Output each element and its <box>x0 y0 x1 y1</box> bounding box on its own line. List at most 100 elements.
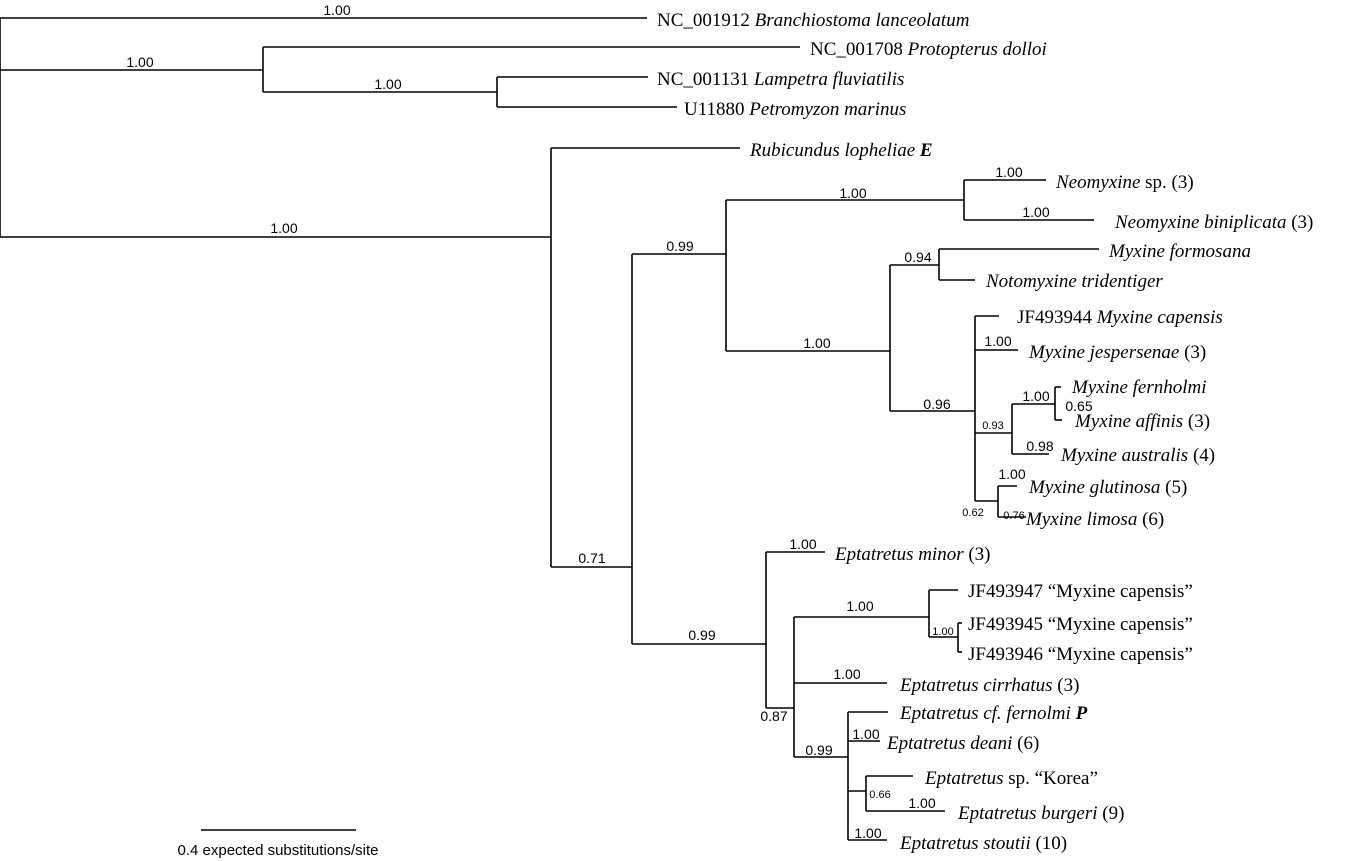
taxon-label-part: Myxine glutinosa <box>1028 477 1160 498</box>
taxon-label-ede: Eptatretus deani (6) <box>886 733 1039 754</box>
taxon-label-part: JF493947 “Myxine capensis” <box>968 581 1193 602</box>
taxon-label-esk: Eptatretus sp. “Korea” <box>924 768 1098 789</box>
taxon-label-nsp: Neomyxine sp. (3) <box>1055 172 1194 193</box>
tree-branches <box>0 17 1099 841</box>
taxon-label-part: NC_001708 <box>810 39 908 60</box>
taxon-label-part: (3) <box>1053 675 1080 696</box>
taxon-label-part: Neomyxine <box>1055 172 1140 193</box>
support-value: 1.00 <box>789 536 816 552</box>
scale-bar: 0.4 expected substitutions/site <box>178 829 379 859</box>
taxon-label-mli: Myxine limosa (6) <box>1025 509 1164 530</box>
support-value: 1.00 <box>833 666 860 682</box>
support-value: 1.00 <box>998 466 1025 482</box>
taxon-label-ebu: Eptatretus burgeri (9) <box>957 803 1124 824</box>
taxon-label-part: Branchiostoma lanceolatum <box>755 10 970 31</box>
support-value: 0.99 <box>805 742 832 758</box>
support-value: 0.71 <box>578 550 605 566</box>
taxon-label-part: (6) <box>1137 509 1164 530</box>
support-value: 0.65 <box>1065 398 1092 414</box>
taxon-label-rl: Rubicundus lopheliae E <box>749 140 933 161</box>
support-value: 1.00 <box>984 333 1011 349</box>
taxon-label-part: (9) <box>1098 803 1125 824</box>
support-value: 1.00 <box>932 626 953 638</box>
taxon-label-part: Myxine limosa <box>1025 509 1137 530</box>
taxon-label-mje: Myxine jespersenae (3) <box>1028 342 1206 363</box>
support-value: 0.62 <box>962 507 983 519</box>
support-value: 0.94 <box>904 249 931 265</box>
taxon-label-mca: JF493944 Myxine capensis <box>1017 307 1223 328</box>
taxon-label-part: (4) <box>1188 445 1215 466</box>
taxon-label-part: NC_001912 <box>657 10 755 31</box>
taxon-labels: NC_001912 Branchiostoma lanceolatumNC_00… <box>657 10 1313 854</box>
taxon-label-mau: Myxine australis (4) <box>1060 445 1215 466</box>
support-value: 1.00 <box>854 825 881 841</box>
taxon-label-est: Eptatretus stoutii (10) <box>899 833 1067 854</box>
taxon-label-part: Eptatretus deani <box>886 733 1012 754</box>
support-value: 1.00 <box>270 220 297 236</box>
taxon-label-part: NC_001131 <box>657 69 754 90</box>
taxon-label-part: E <box>919 140 933 161</box>
taxon-label-part: JF493945 “Myxine capensis” <box>968 614 1193 635</box>
taxon-label-part: Notomyxine tridentiger <box>985 271 1163 292</box>
taxon-label-emi: Eptatretus minor (3) <box>834 544 991 565</box>
taxon-label-mgl: Myxine glutinosa (5) <box>1028 477 1187 498</box>
taxon-label-nbi: Neomyxine biniplicata (3) <box>1114 212 1313 233</box>
taxon-label-ecf: Eptatretus cf. fernolmi P <box>899 703 1088 724</box>
support-value: 0.98 <box>1026 438 1053 454</box>
support-value: 0.87 <box>760 708 787 724</box>
taxon-label-part: Petromyzon marinus <box>748 99 906 120</box>
taxon-label-part: Lampetra fluviatilis <box>753 69 904 90</box>
support-value: 0.99 <box>666 238 693 254</box>
taxon-label-part: (3) <box>1183 411 1210 432</box>
support-value: 1.00 <box>995 164 1022 180</box>
taxon-label-part: (3) <box>964 544 991 565</box>
taxon-label-part: Neomyxine biniplicata <box>1114 212 1286 233</box>
taxon-label-part: (3) <box>1286 212 1313 233</box>
taxon-label-lf: NC_001131 Lampetra fluviatilis <box>657 69 904 90</box>
taxon-label-part: Rubicundus lopheliae <box>749 140 920 161</box>
taxon-label-bl: NC_001912 Branchiostoma lanceolatum <box>657 10 969 31</box>
taxon-label-part: sp. (3) <box>1140 172 1193 193</box>
support-value: 1.00 <box>126 54 153 70</box>
taxon-label-maf: Myxine affinis (3) <box>1074 411 1210 432</box>
taxon-label-part: Eptatretus <box>924 768 1003 789</box>
taxon-label-j46: JF493946 “Myxine capensis” <box>968 644 1193 665</box>
taxon-label-part: Myxine affinis <box>1074 411 1183 432</box>
support-value: 0.96 <box>923 396 950 412</box>
taxon-label-part: Myxine formosana <box>1108 241 1251 262</box>
taxon-label-pm: U11880 Petromyzon marinus <box>684 99 906 120</box>
taxon-label-part: P <box>1075 703 1088 724</box>
taxon-label-part: U11880 <box>684 99 749 120</box>
support-value: 0.93 <box>982 420 1003 432</box>
support-value: 1.00 <box>323 2 350 18</box>
taxon-label-part: Myxine fernholmi <box>1071 377 1207 398</box>
support-value: 1.00 <box>374 76 401 92</box>
taxon-label-part: Eptatretus stoutii <box>899 833 1031 854</box>
taxon-label-part: Myxine australis <box>1060 445 1188 466</box>
support-value: 1.00 <box>1022 204 1049 220</box>
taxon-label-pd: NC_001708 Protopterus dolloi <box>810 39 1047 60</box>
taxon-label-mfo: Myxine formosana <box>1108 241 1251 262</box>
support-value: 1.00 <box>908 795 935 811</box>
taxon-label-part: (5) <box>1160 477 1187 498</box>
support-value: 0.76 <box>1003 510 1024 522</box>
taxon-label-part: Eptatretus cirrhatus <box>899 675 1053 696</box>
taxon-label-part: (10) <box>1031 833 1067 854</box>
support-values: 1.00 1.00 1.00 1.00 0.99 1.00 1.00 1.00 1.00 0.94… <box>126 2 1092 841</box>
taxon-label-j47: JF493947 “Myxine capensis” <box>968 581 1193 602</box>
taxon-label-part: (3) <box>1179 342 1206 363</box>
taxon-label-part: JF493944 <box>1017 307 1097 328</box>
support-value: 0.66 <box>869 789 890 801</box>
taxon-label-mfe: Myxine fernholmi <box>1071 377 1207 398</box>
taxon-label-ntr: Notomyxine tridentiger <box>985 271 1163 292</box>
support-value: 0.99 <box>688 627 715 643</box>
taxon-label-j45: JF493945 “Myxine capensis” <box>968 614 1193 635</box>
taxon-label-part: Protopterus dolloi <box>907 39 1047 60</box>
taxon-label-eci: Eptatretus cirrhatus (3) <box>899 675 1079 696</box>
taxon-label-part: Eptatretus minor <box>834 544 964 565</box>
support-value: 1.00 <box>839 185 866 201</box>
taxon-label-part: Myxine jespersenae <box>1028 342 1179 363</box>
taxon-label-part: Eptatretus cf. fernolmi <box>899 703 1076 724</box>
taxon-label-part: sp. “Korea” <box>1003 768 1097 789</box>
scale-bar-label: 0.4 expected substitutions/site <box>178 842 379 859</box>
